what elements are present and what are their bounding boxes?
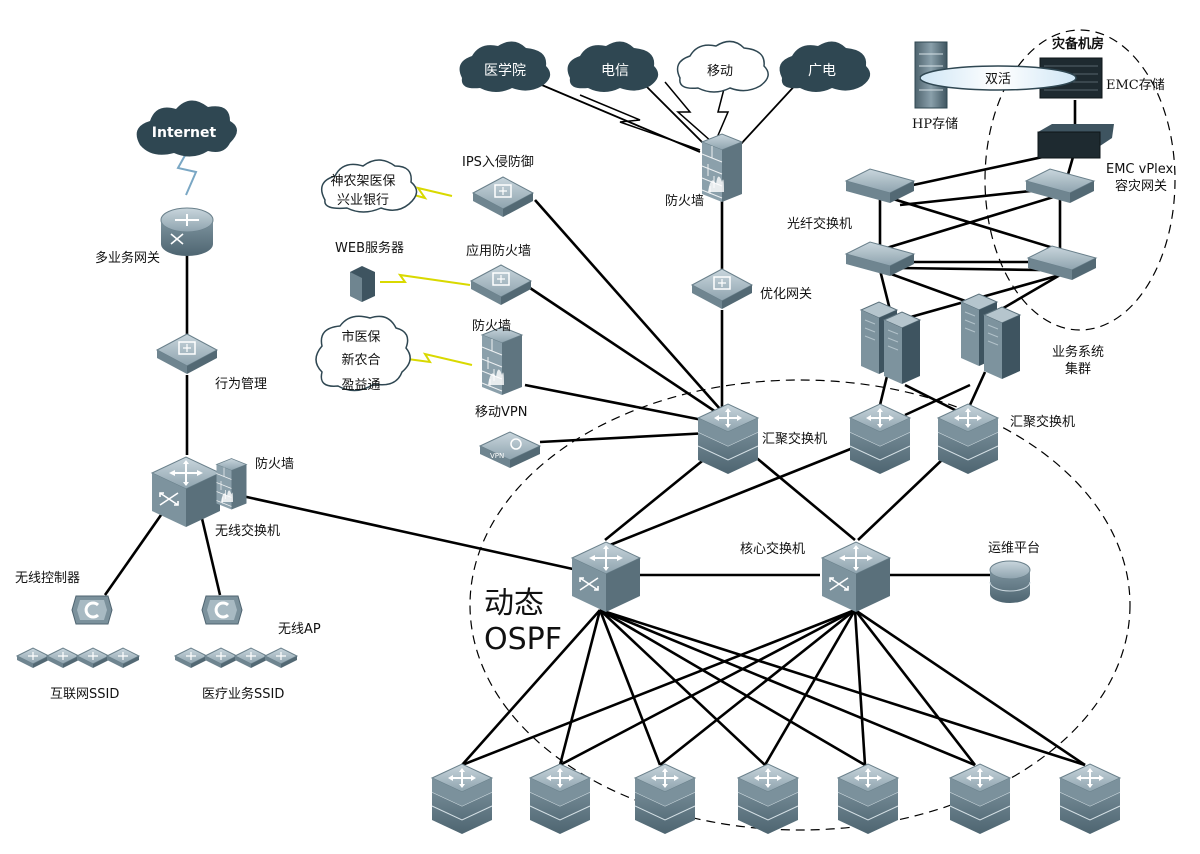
optimize-gateway-device: [691, 268, 753, 310]
ops-platform-device: [989, 560, 1031, 603]
access-switch-7: [1059, 763, 1121, 835]
emc-vplex-label-1: EMC vPlex: [1106, 162, 1174, 177]
wireless-controller-left: [70, 594, 114, 626]
cloud-dianxin: 电信: [567, 41, 659, 92]
cloud-shiyibao-line1: 市医保: [341, 329, 380, 345]
wireless-links: [176, 81, 730, 366]
behavior-mgmt-device: [156, 333, 218, 375]
access-switch-5: [837, 763, 899, 835]
fc-switch-4: [1027, 245, 1097, 281]
wireless-controller-right: [200, 594, 244, 626]
access-switch-2: [529, 763, 591, 835]
core-switch-left: [571, 541, 641, 613]
cloud-shiyibao-line3: 盈益通: [341, 378, 380, 393]
fiber-switch-label: 光纤交换机: [787, 216, 852, 232]
ops-platform-label: 运维平台: [988, 541, 1040, 556]
core-switch-right: [821, 541, 891, 613]
ips-device: [472, 176, 534, 218]
dr-room-label: 灾备机房: [1052, 36, 1104, 52]
behavior-mgmt-label: 行为管理: [215, 377, 267, 392]
top-firewall-device: [701, 133, 743, 203]
internet-ssid-label: 互联网SSID: [50, 687, 119, 702]
agg-switch-center-label: 汇聚交换机: [762, 431, 827, 447]
fc-switch-1: [845, 168, 915, 204]
cloud-shiyibao-line2: 新农合: [341, 352, 380, 368]
wireless-switch-label: 无线交换机: [215, 523, 280, 539]
business-cluster-label-1: 业务系统: [1052, 344, 1104, 360]
access-switch-1: [431, 763, 493, 835]
cloud-dianxin-label: 电信: [601, 63, 629, 79]
app-firewall-device: [470, 264, 532, 306]
cloud-yidong-label: 移动: [707, 64, 733, 79]
dynamic-label: 动态: [484, 586, 544, 621]
left-firewall-label: 防火墙: [255, 456, 294, 472]
business-cluster-label-2: 集群: [1065, 361, 1091, 377]
emc-storage-label: EMC存储: [1106, 78, 1165, 93]
medical-ap-group: [174, 647, 298, 669]
agg-switch-right-a: [849, 403, 911, 475]
core-switch-label: 核心交换机: [740, 541, 805, 557]
active-active-label: 双活: [985, 72, 1011, 87]
dr-room-region: [984, 29, 1176, 331]
emc-vplex-device: [1037, 124, 1114, 159]
internet-ap-group: [16, 647, 140, 669]
top-firewall-label: 防火墙: [665, 193, 704, 209]
mobile-vpn-device: VPN: [478, 431, 542, 468]
fc-switch-2: [1025, 168, 1095, 204]
cloud-guangdian: 广电: [779, 41, 871, 92]
cloud-shiyibao: 市医保 新农合 盈益通: [315, 315, 411, 393]
ospf-label: OSPF: [484, 622, 562, 657]
active-active-link: 双活: [919, 65, 1077, 91]
cloud-yixueyuan: 医学院: [459, 41, 551, 92]
left-firewall-device: [216, 458, 247, 510]
cloud-shennongjia-line1: 神农架医保: [330, 174, 395, 189]
cloud-guangdian-label: 广电: [808, 63, 836, 79]
app-firewall-label: 应用防火墙: [466, 243, 531, 259]
cloud-shennongjia-line2: 兴业银行: [337, 193, 389, 208]
cloud-shennongjia: 神农架医保 兴业银行: [320, 159, 418, 213]
access-switch-4: [737, 763, 799, 835]
firewall-mid-device: [481, 326, 523, 396]
agg-switch-right-b: [937, 403, 999, 475]
access-switch-6: [949, 763, 1011, 835]
internet-cloud: Internet: [136, 100, 237, 157]
access-switch-3: [634, 763, 696, 835]
agg-switch-center: [697, 403, 759, 475]
web-server-label: WEB服务器: [335, 240, 404, 256]
agg-switch-right-label: 汇聚交换机: [1010, 414, 1075, 430]
fc-switch-3: [845, 241, 915, 277]
vpn-badge: VPN: [490, 452, 504, 460]
cloud-yidong: 移动: [676, 40, 769, 93]
fc-switch-group: [845, 168, 1097, 281]
cloud-yixueyuan-label: 医学院: [484, 63, 526, 79]
mobile-vpn-label: 移动VPN: [475, 405, 527, 420]
optimize-gateway-label: 优化网关: [760, 287, 812, 302]
ospf-region: [469, 379, 1131, 831]
hp-storage-label: HP存储: [912, 117, 958, 132]
wireless-ap-label: 无线AP: [278, 622, 321, 637]
wireless-controller-label: 无线控制器: [15, 571, 80, 586]
multi-service-gateway: [160, 207, 214, 256]
wireless-switch-device: [151, 456, 221, 528]
firewall-mid-label: 防火墙: [472, 318, 511, 334]
medical-ssid-label: 医疗业务SSID: [202, 686, 284, 702]
web-server-device: [350, 266, 375, 302]
multi-gateway-label: 多业务网关: [95, 250, 160, 266]
internet-cloud-label: Internet: [152, 125, 217, 141]
ips-label: IPS入侵防御: [462, 154, 534, 170]
emc-vplex-label-2: 容灾网关: [1115, 178, 1167, 194]
